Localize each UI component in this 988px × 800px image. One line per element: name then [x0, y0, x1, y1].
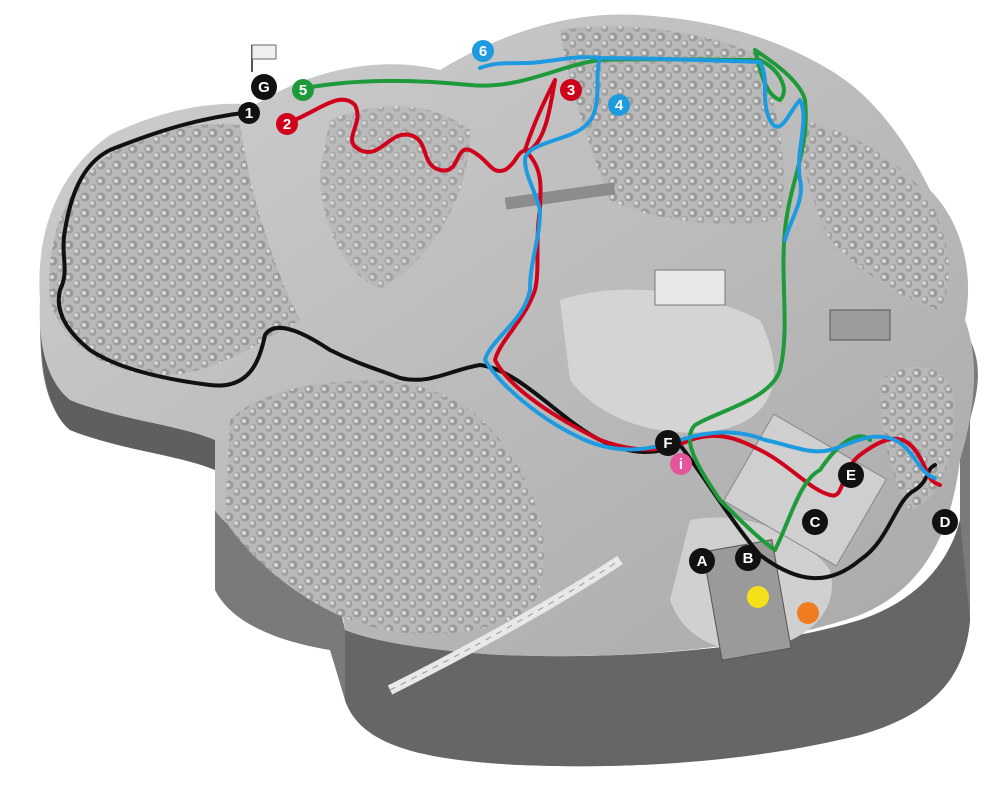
svg-text:F: F — [663, 435, 672, 452]
point-marker-a[interactable]: A — [689, 548, 715, 574]
blue-trail — [478, 55, 937, 480]
trail-marker-6[interactable]: 6 — [472, 40, 494, 62]
info-icon[interactable]: i — [670, 453, 692, 475]
trail-marker-1[interactable]: 1 — [238, 102, 260, 124]
svg-text:C: C — [810, 514, 821, 531]
yellow-dot — [747, 586, 769, 608]
svg-text:1: 1 — [245, 105, 253, 122]
point-marker-c[interactable]: C — [802, 509, 828, 535]
terrain-top — [39, 14, 975, 695]
point-markers: A B C D E F G — [251, 74, 958, 574]
svg-text:E: E — [846, 467, 856, 484]
svg-text:D: D — [940, 514, 951, 531]
trail-marker-4[interactable]: 4 — [608, 94, 630, 116]
svg-text:5: 5 — [299, 82, 307, 99]
point-marker-b[interactable]: B — [735, 545, 761, 571]
trail-marker-5[interactable]: 5 — [292, 79, 314, 101]
trail-number-markers: 1 2 3 4 5 6 — [238, 40, 630, 135]
svg-text:6: 6 — [479, 43, 487, 60]
svg-text:A: A — [697, 553, 708, 570]
point-marker-d[interactable]: D — [932, 509, 958, 535]
trail-marker-3[interactable]: 3 — [560, 79, 582, 101]
main-building — [654, 269, 726, 306]
svg-text:B: B — [743, 550, 754, 567]
flag-icon — [251, 44, 277, 72]
svg-text:3: 3 — [567, 82, 575, 99]
point-marker-f[interactable]: F — [655, 430, 681, 456]
svg-text:4: 4 — [615, 97, 624, 114]
bridge — [504, 182, 616, 210]
black-trail — [56, 110, 937, 581]
trails — [56, 48, 942, 581]
hall-building — [702, 539, 792, 661]
info-label: i — [679, 456, 683, 473]
point-marker-g[interactable]: G — [251, 74, 277, 100]
point-marker-e[interactable]: E — [838, 462, 864, 488]
orange-dot — [797, 602, 819, 624]
svg-text:2: 2 — [283, 116, 291, 133]
barn — [829, 309, 891, 341]
trail-marker-2[interactable]: 2 — [276, 113, 298, 135]
svg-text:G: G — [258, 79, 270, 96]
